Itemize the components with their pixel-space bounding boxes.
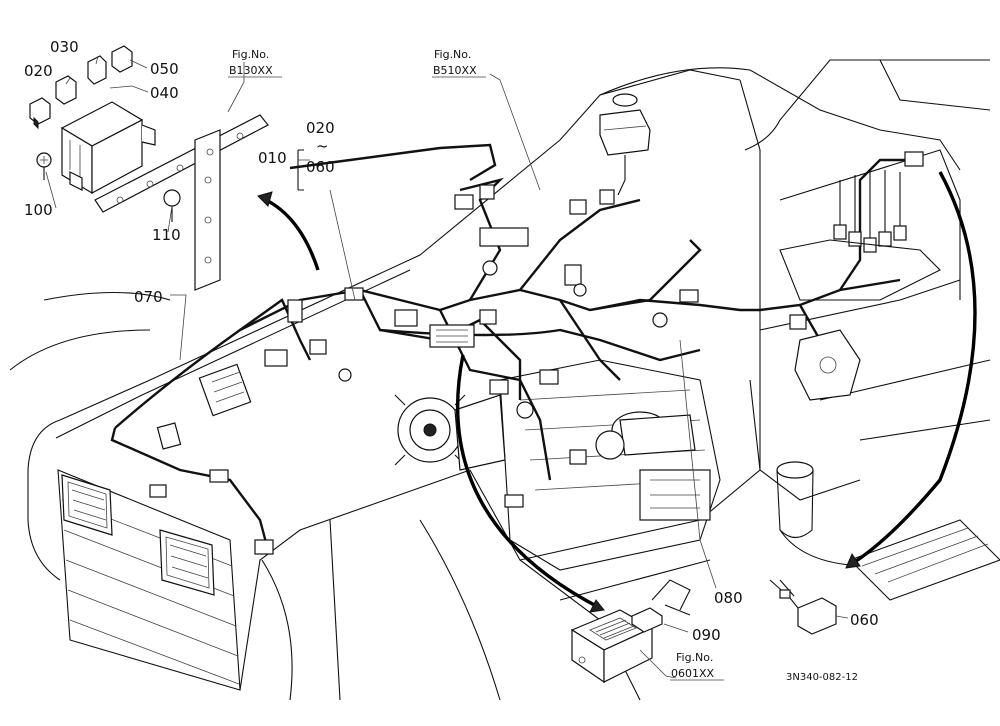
label-050: 050 [150, 60, 179, 78]
label-090: 090 [692, 626, 721, 644]
fig-number: B510XX [433, 64, 477, 77]
instrument-panel-components [779, 151, 941, 401]
label-020-range: 020 [306, 119, 335, 137]
fig-caption: Fig.No. [232, 48, 269, 61]
leader-lines [45, 55, 849, 679]
reference-arrows [257, 171, 977, 613]
label-060: 060 [850, 611, 879, 629]
fuse-box-assembly [60, 101, 156, 195]
part-labels: 020 030 050 040 100 110 070 010 020 ~ 06… [24, 38, 879, 644]
headlight-right [159, 529, 215, 596]
label-010: 010 [258, 149, 287, 167]
label-030: 030 [50, 38, 79, 56]
headlight-left [61, 474, 113, 536]
sender-unit [599, 93, 651, 196]
engine-block [499, 359, 721, 571]
label-060-range: 060 [306, 158, 335, 176]
label-080: 080 [714, 589, 743, 607]
alternator [394, 394, 506, 471]
fig-reference-b130: Fig.No. B130XX [228, 48, 282, 78]
fuses [29, 45, 133, 130]
label-020: 020 [24, 62, 53, 80]
fig-reference-0601: Fig.No. 0601XX [670, 651, 724, 681]
fig-caption: Fig.No. [434, 48, 471, 61]
bracket-b130 [94, 114, 269, 291]
fig-reference-b510: Fig.No. B510XX [432, 48, 486, 78]
drawing-code: 3N340-082-12 [786, 672, 858, 683]
tractor-body [9, 59, 1000, 701]
bracket-090 [631, 579, 691, 633]
label-040: 040 [150, 84, 179, 102]
headlights [61, 474, 215, 596]
fig-caption: Fig.No. [676, 651, 713, 664]
screw-100 [36, 152, 52, 180]
label-100: 100 [24, 201, 53, 219]
fig-number: 0601XX [671, 667, 715, 680]
label-range-tilde: ~ [316, 137, 329, 155]
label-110: 110 [152, 226, 181, 244]
relay-060 [769, 579, 837, 635]
harness-connectors [149, 184, 807, 555]
fig-number: B130XX [229, 64, 273, 77]
label-070: 070 [134, 288, 163, 306]
starter-motor [595, 411, 696, 460]
